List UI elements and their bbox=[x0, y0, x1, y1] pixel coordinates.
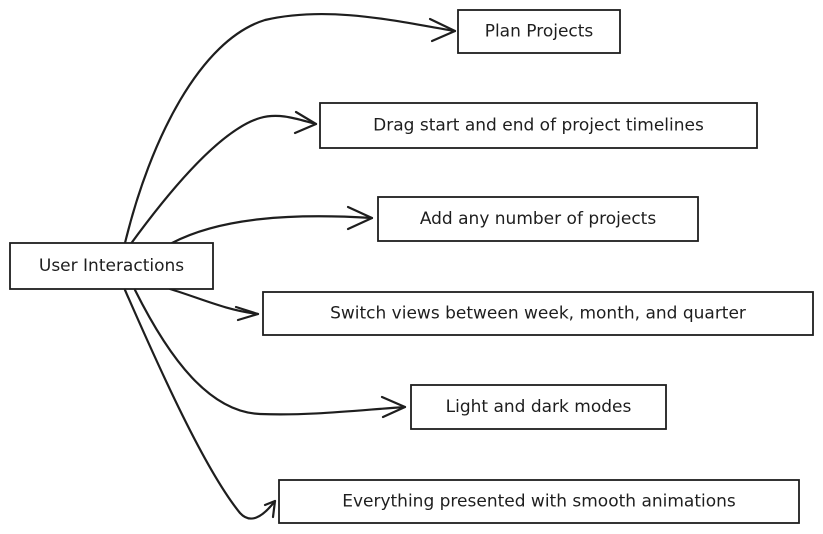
node-drag-timelines[interactable]: Drag start and end of project timelines bbox=[319, 102, 758, 149]
root-node[interactable]: User Interactions bbox=[9, 242, 214, 290]
node-add-projects-label: Add any number of projects bbox=[420, 209, 657, 229]
edge-anim bbox=[123, 288, 277, 520]
node-add-projects[interactable]: Add any number of projects bbox=[377, 196, 699, 242]
edge-plan bbox=[123, 12, 457, 245]
node-smooth-animations[interactable]: Everything presented with smooth animati… bbox=[278, 479, 800, 524]
root-node-label: User Interactions bbox=[39, 256, 184, 276]
node-smooth-animations-label: Everything presented with smooth animati… bbox=[342, 492, 736, 512]
edge-modes bbox=[133, 288, 407, 419]
node-plan-projects[interactable]: Plan Projects bbox=[457, 9, 621, 54]
node-light-dark-modes-label: Light and dark modes bbox=[446, 397, 632, 417]
node-light-dark-modes[interactable]: Light and dark modes bbox=[410, 384, 667, 430]
node-drag-timelines-label: Drag start and end of project timelines bbox=[373, 116, 704, 136]
node-plan-projects-label: Plan Projects bbox=[485, 22, 594, 42]
edge-views bbox=[168, 287, 260, 322]
edge-drag bbox=[128, 110, 318, 247]
edge-add bbox=[170, 205, 374, 245]
node-switch-views[interactable]: Switch views between week, month, and qu… bbox=[262, 291, 814, 336]
node-switch-views-label: Switch views between week, month, and qu… bbox=[330, 304, 746, 324]
